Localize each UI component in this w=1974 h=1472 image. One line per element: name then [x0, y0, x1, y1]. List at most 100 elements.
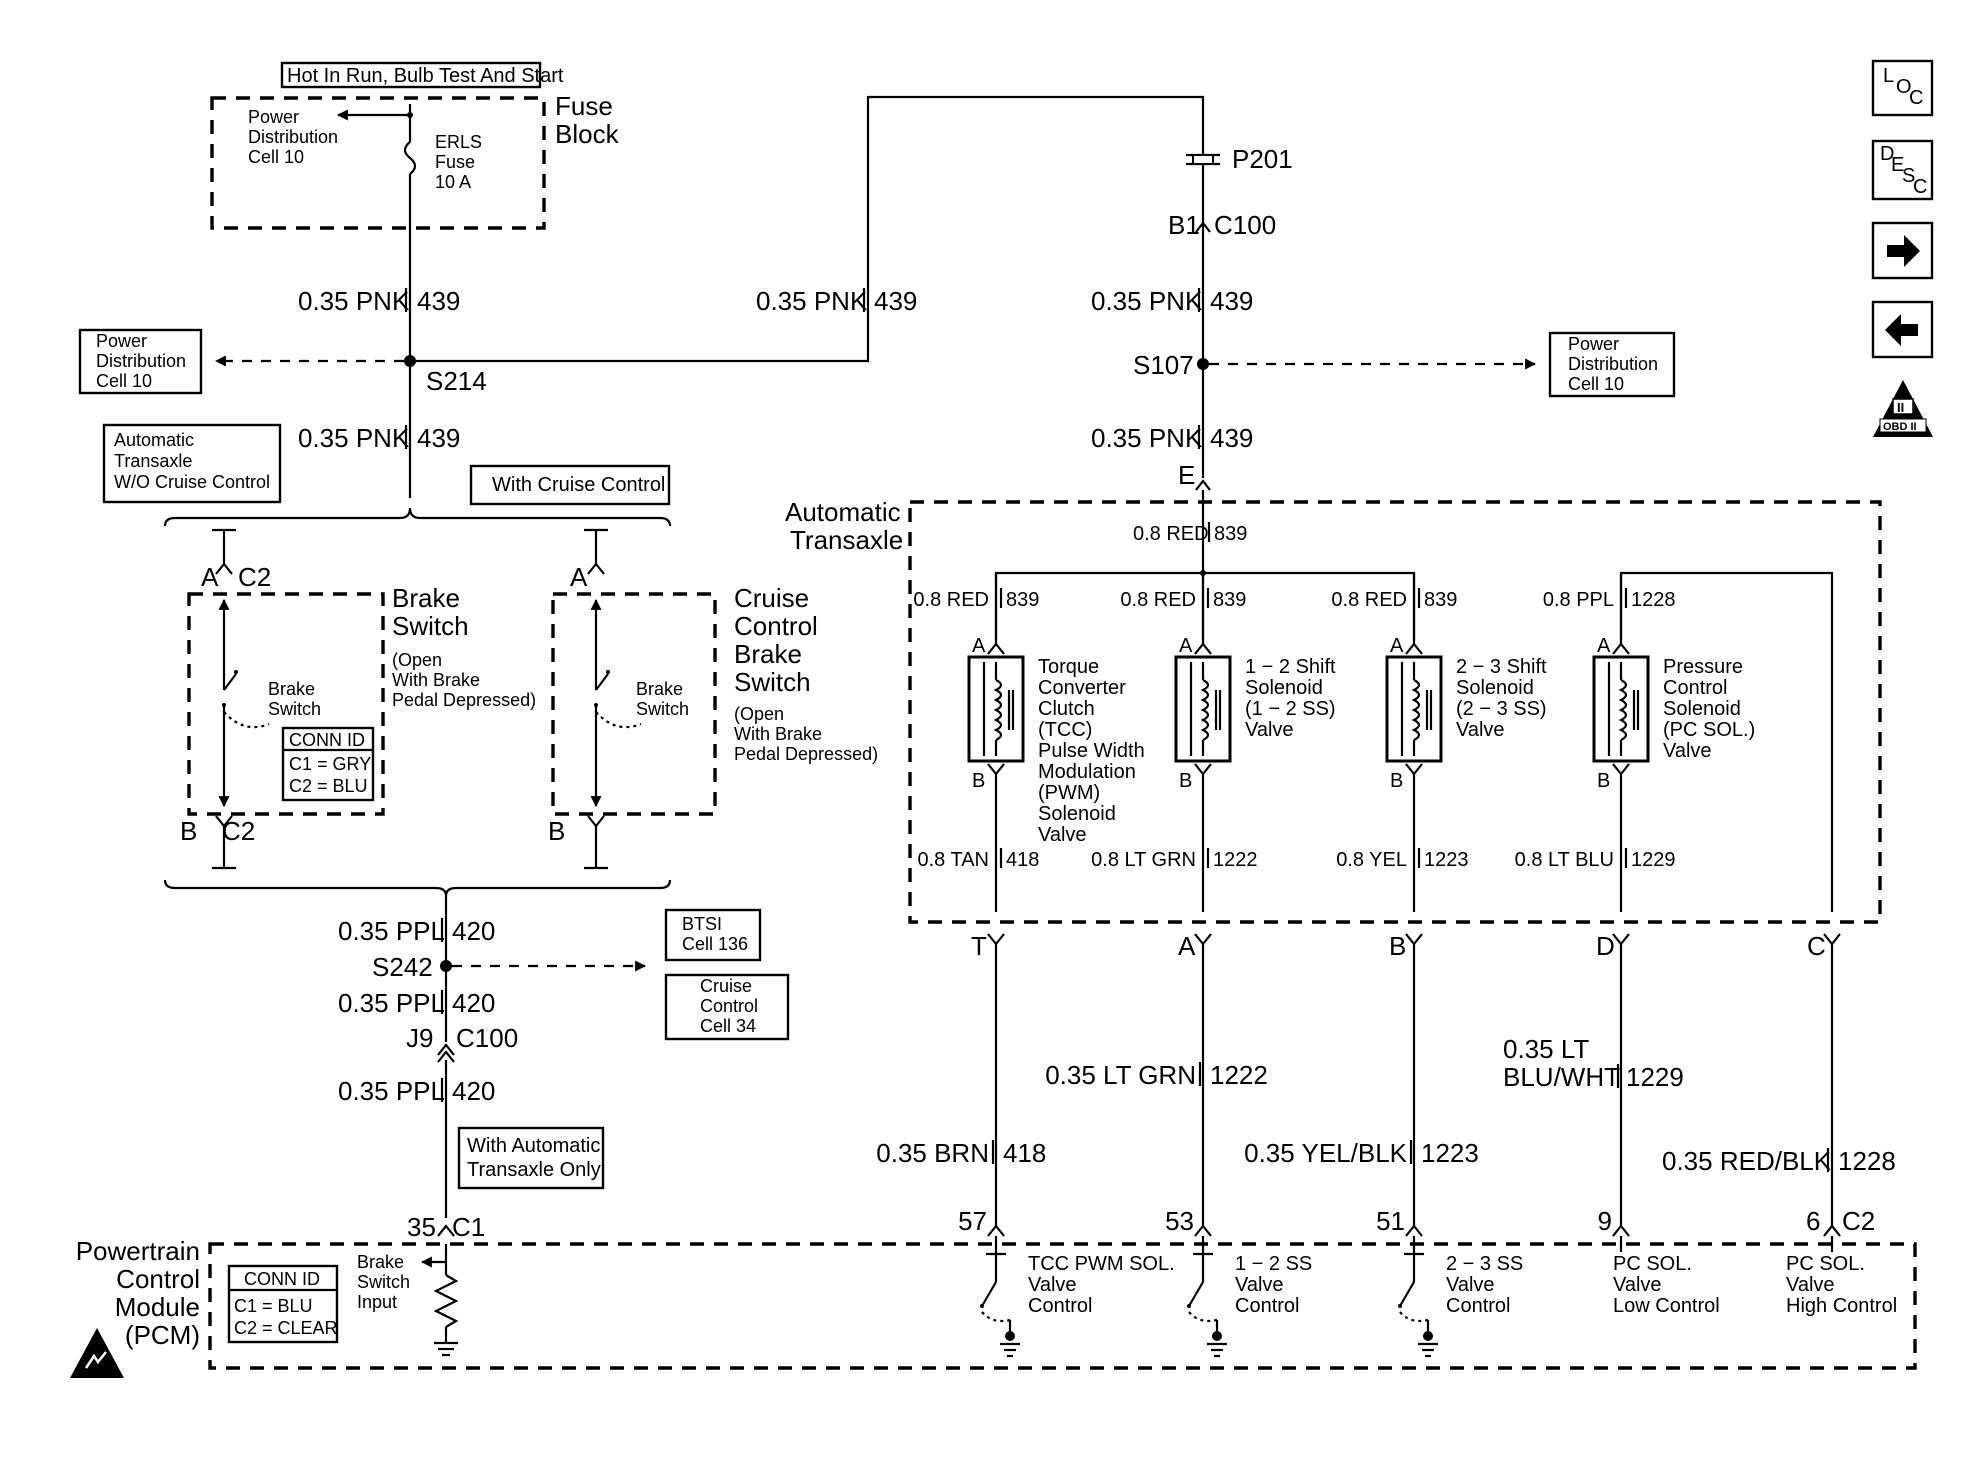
desc-letter-c: C — [1913, 176, 1927, 198]
solenoid-label-line: Valve — [1456, 719, 1505, 741]
fuse-block-title-1: Fuse — [555, 91, 613, 121]
c100-top-pin — [1195, 221, 1211, 233]
harness-gauge-line-1: 0.35 LT — [1503, 1034, 1589, 1064]
pcm-ground-node — [1423, 1331, 1433, 1341]
pcm-ground-node — [1005, 1331, 1015, 1341]
solenoid-label-line: Modulation — [1038, 761, 1136, 783]
option-wo-cruise-1: Automatic — [114, 430, 194, 450]
solenoid-label-line: Clutch — [1038, 698, 1095, 720]
conn-c-label: C — [1807, 931, 1826, 961]
brake-switch-label-1: Brake — [268, 679, 315, 699]
brake-switch-label-2: Switch — [268, 699, 321, 719]
wire-439-circuit-4: 439 — [1210, 286, 1253, 316]
loc-button[interactable]: L O C — [1871, 59, 1934, 117]
cruise-switch-label-2: Switch — [636, 699, 689, 719]
harness-circuit: 1222 — [1210, 1060, 1268, 1090]
transaxle-feed-circuit: 839 — [1214, 523, 1247, 545]
brake-conn-a: A — [201, 562, 219, 592]
c100-lower-pin-bottom — [437, 1050, 455, 1063]
pcm-control-label-line: Valve — [1028, 1274, 1077, 1296]
pcm-control-label-line: Control — [1235, 1295, 1299, 1317]
brake-switch-outline — [187, 592, 385, 816]
pcm-ground-node — [1212, 1331, 1222, 1341]
pdc-left-3: Cell 10 — [96, 371, 152, 391]
transaxle-conn-label: D — [1596, 931, 1615, 961]
conn-e-pin — [1195, 479, 1211, 491]
loc-letter-l: L — [1883, 65, 1894, 87]
solenoid-in-circuit: 839 — [1006, 589, 1039, 611]
solenoid-label-line: (PC SOL.) — [1663, 719, 1755, 741]
splice-s107-label: S107 — [1133, 350, 1194, 380]
solenoid-label-line: Pressure — [1663, 656, 1743, 678]
solenoid-label-line: Valve — [1663, 740, 1712, 762]
hot-in-run-label: Hot In Run, Bulb Test And Start — [287, 65, 564, 87]
splice-s242-label: S242 — [372, 952, 433, 982]
solenoid-label-line: Solenoid — [1456, 677, 1534, 699]
solenoid-label-line: (PWM) — [1038, 782, 1100, 804]
option-with-cruise-label: With Cruise Control — [492, 474, 665, 496]
solenoid-pin-b — [987, 763, 1005, 776]
solenoid-label-line: (TCC) — [1038, 719, 1092, 741]
solenoid-in-gauge: 0.8 RED — [1120, 589, 1196, 611]
pcm-control-label-line: Control — [1446, 1295, 1510, 1317]
auto-only-box: With Automatic Transaxle Only — [457, 1126, 605, 1190]
solenoid-out-circuit: 1222 — [1213, 849, 1258, 871]
obd-ii-label: OBD II — [1883, 421, 1917, 433]
forward-button[interactable] — [1871, 221, 1934, 280]
auto-only-2: Transaxle Only — [467, 1159, 601, 1181]
cruise-switch-group: A Brake Switch B — [548, 528, 717, 870]
brake-note-2: With Brake — [392, 670, 480, 690]
obd-ii-button[interactable]: II OBD II — [1873, 380, 1933, 437]
brake-conn-b: B — [180, 816, 197, 846]
pcm-pin-connector — [1405, 1224, 1423, 1237]
pcm-switch-contact — [980, 1304, 984, 1308]
auto-only-1: With Automatic — [467, 1135, 600, 1157]
arrow-left-icon — [1885, 314, 1918, 346]
pcm-title-4: (PCM) — [125, 1320, 200, 1350]
pcm-control-label-line: Valve — [1613, 1274, 1662, 1296]
solenoid-coil-icon — [993, 679, 1003, 741]
transaxle-conn-pin — [987, 933, 1005, 946]
solenoid-pin-b-label: B — [1179, 770, 1192, 792]
pcm-brake-input-1: Brake — [357, 1252, 404, 1272]
pcm-title-3: Module — [115, 1292, 200, 1322]
solenoid-pin-a-label: A — [1597, 635, 1611, 657]
p201-connector — [1186, 153, 1220, 166]
cruise-note-2: With Brake — [734, 724, 822, 744]
solenoid-out-circuit: 1223 — [1424, 849, 1469, 871]
pcm-control-label-line: PC SOL. — [1786, 1253, 1865, 1275]
desc-button[interactable]: D E S C — [1871, 139, 1934, 201]
solenoid-in-circuit: 1228 — [1631, 589, 1676, 611]
back-button[interactable] — [1871, 300, 1934, 359]
loc-letter-c: C — [1909, 87, 1923, 109]
harness-gauge-line-2: BLU/WHT — [1503, 1062, 1620, 1092]
cruise-title-3: Brake — [734, 639, 802, 669]
harness-circuit: 418 — [1003, 1138, 1046, 1168]
harness-circuit: 1229 — [1626, 1062, 1684, 1092]
option-without-cruise: Automatic Transaxle W/O Cruise Control — [102, 423, 282, 504]
wire-439-circuit-1: 439 — [417, 286, 460, 316]
wire-439-circuit-3: 439 — [874, 286, 917, 316]
desc-letter-d: D — [1880, 143, 1894, 165]
pcm-conn-id-box: CONN ID C1 = BLU C2 = CLEAR — [227, 1264, 339, 1344]
pcm-brake-input-3: Input — [357, 1292, 397, 1312]
brake-note-3: Pedal Depressed) — [392, 690, 536, 710]
wire-439-gauge-2: 0.35 PNK — [298, 423, 410, 453]
solenoid-label-line: Valve — [1245, 719, 1294, 741]
cruise-switch-outline — [551, 592, 717, 816]
cruise-ref-3: Cell 34 — [700, 1016, 756, 1036]
btsi-ref-1: BTSI — [682, 914, 722, 934]
fuse-node — [407, 112, 413, 118]
fuse-label-2: Fuse — [435, 152, 475, 172]
brake-conn-id-title: CONN ID — [289, 730, 365, 750]
wire-420-circuit-3: 420 — [452, 1076, 495, 1106]
solenoid-coil-icon — [1618, 679, 1628, 741]
pdc-inside-1: Power — [248, 107, 299, 127]
brake-c2-bottom: C2 — [222, 816, 255, 846]
solenoid-label-line: (2 − 3 SS) — [1456, 698, 1547, 720]
solenoid-pin-a-label: A — [1179, 635, 1193, 657]
solenoid-in-gauge: 0.8 RED — [1331, 589, 1407, 611]
wire-439-gauge-1: 0.35 PNK — [298, 286, 410, 316]
harness-gauge: 0.35 LT GRN — [1045, 1060, 1196, 1090]
